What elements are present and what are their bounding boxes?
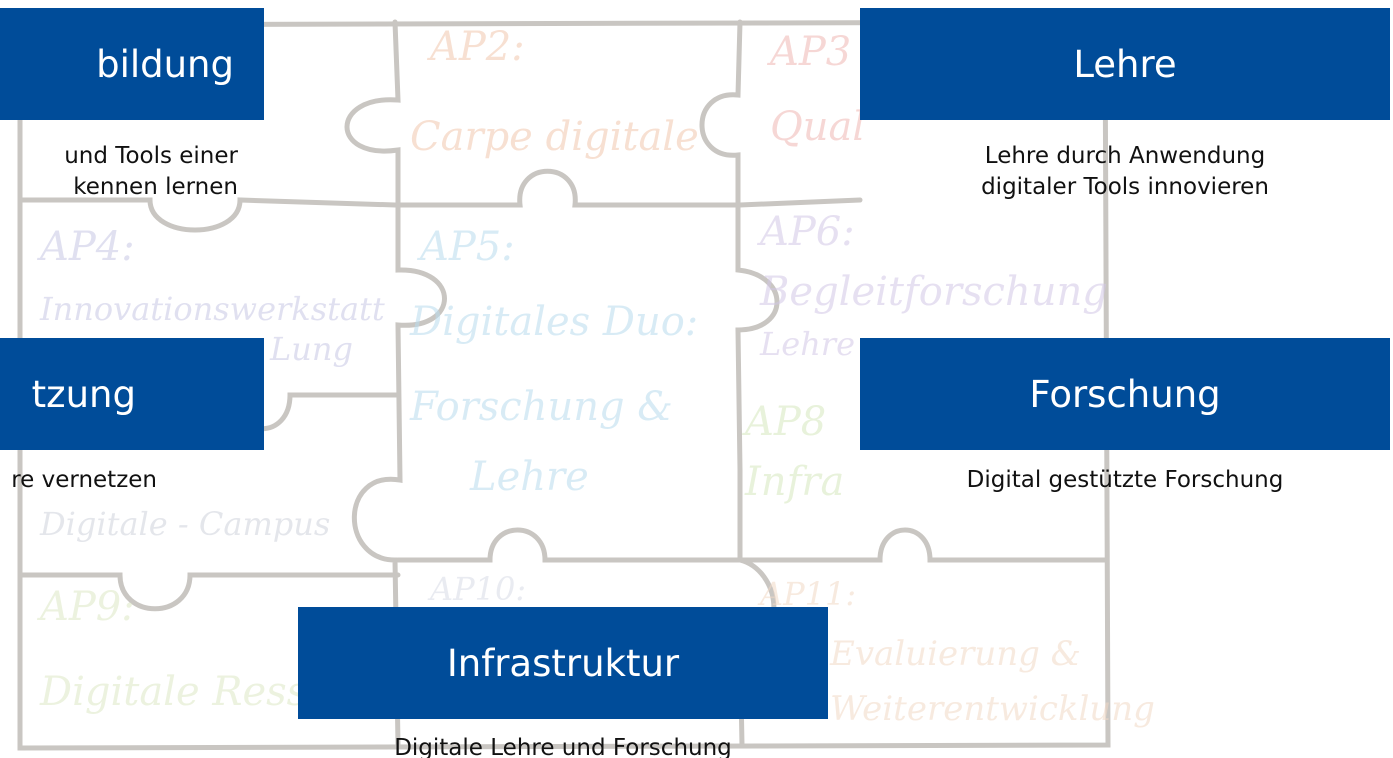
card-desc-infrastruktur-line1: Digitale Lehre und Forschung [394,735,732,758]
card-title-weiterbildung[interactable]: bildung [0,8,264,120]
piece-label-ap2-a: AP2: [426,24,525,70]
card-desc-infrastruktur: Digitale Lehre und Forschung [298,733,828,758]
card-desc-weiterbildung-line2: kennen lernen [73,174,238,200]
piece-label-ap5-b: Digitales Duo: [409,299,698,345]
piece-label-ap5-c: Forschung & [409,384,673,430]
piece-label-ap3-a: AP3 [766,29,851,75]
card-title-forschung[interactable]: Forschung [860,338,1390,450]
card-title-vernetzung-text: tzung [31,372,136,416]
card-title-lehre[interactable]: Lehre [860,8,1390,120]
piece-label-ap6-a: AP6: [756,209,855,255]
piece-label-ap5-a: AP5: [416,224,515,270]
piece-label-ap8-a: AP8 [741,399,826,445]
card-title-weiterbildung-text: bildung [96,42,234,86]
piece-label-ap10: AP10: [427,570,526,608]
piece-label-ap6-c: Lehre [759,325,855,363]
piece-label-ap4-a: AP4: [36,224,135,270]
piece-label-ap4-c: Lung [269,330,353,368]
card-desc-lehre-line1: Lehre durch Anwendung [984,143,1266,169]
puzzle-labels: AP2: Carpe digitale AP3 Qual AP4: Innova… [36,24,1155,729]
card-desc-forschung-line1: Digital gestützte Forschung [966,467,1284,493]
puzzle-grid [17,19,1111,751]
card-desc-weiterbildung-line1: und Tools einer [64,143,238,169]
card-title-vernetzung[interactable]: tzung [0,338,264,450]
card-desc-lehre-line2: digitaler Tools innovieren [981,174,1269,200]
piece-label-ap5-d: Lehre [469,454,589,500]
piece-label-ap11-a: AP11: [757,575,856,613]
card-title-lehre-text: Lehre [1073,42,1177,86]
piece-label-ap3-b: Qual [770,104,865,150]
piece-label-ap6-b: Begleitforschung [759,269,1108,315]
card-desc-vernetzung: re vernetzen [11,465,157,496]
piece-label-ap7: Digitale - Campus [39,505,330,543]
card-desc-vernetzung-line1: re vernetzen [11,467,157,493]
card-title-infrastruktur-text: Infrastruktur [446,641,680,685]
card-desc-lehre: Lehre durch Anwendung digitaler Tools in… [860,141,1390,203]
piece-label-ap4-b: Innovationswerkstatt [39,290,385,328]
piece-label-ap11-b: Evaluierung & [829,634,1081,674]
card-desc-weiterbildung: und Tools einer kennen lernen [64,141,238,203]
card-desc-forschung: Digital gestützte Forschung [860,465,1390,496]
piece-label-ap11-c: Weiterentwicklung [830,689,1155,729]
piece-label-ap9-a: AP9: [36,584,135,630]
card-title-infrastruktur[interactable]: Infrastruktur [298,607,828,719]
card-title-forschung-text: Forschung [1029,372,1221,416]
piece-label-ap8-b: Infra [744,459,844,505]
piece-label-ap2-b: Carpe digitale [410,114,699,160]
piece-label-ap9-b: Digitale Ress [39,669,307,715]
